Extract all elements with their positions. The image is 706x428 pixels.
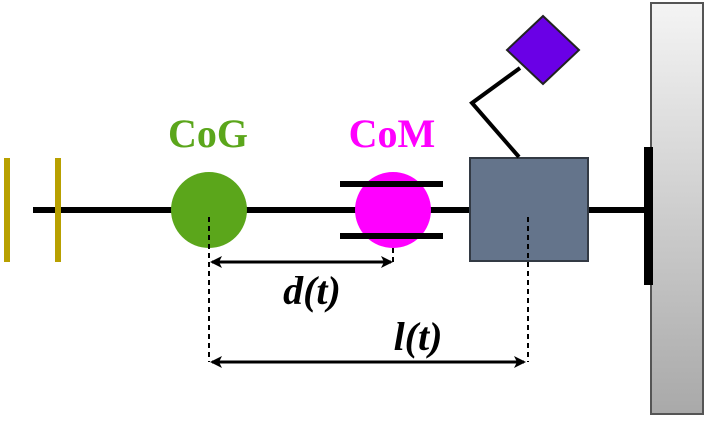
cog-label: CoG	[168, 111, 248, 156]
com-marker	[355, 172, 431, 248]
end-effector	[505, 14, 581, 86]
arm-link	[469, 66, 522, 159]
d-label: d(t)	[283, 268, 341, 313]
actuator-box	[469, 157, 589, 262]
wall-mount-bar	[644, 147, 653, 285]
com-label: CoM	[349, 111, 436, 156]
cog-marker	[171, 172, 247, 248]
wall	[650, 2, 704, 415]
l-label: l(t)	[394, 314, 443, 359]
